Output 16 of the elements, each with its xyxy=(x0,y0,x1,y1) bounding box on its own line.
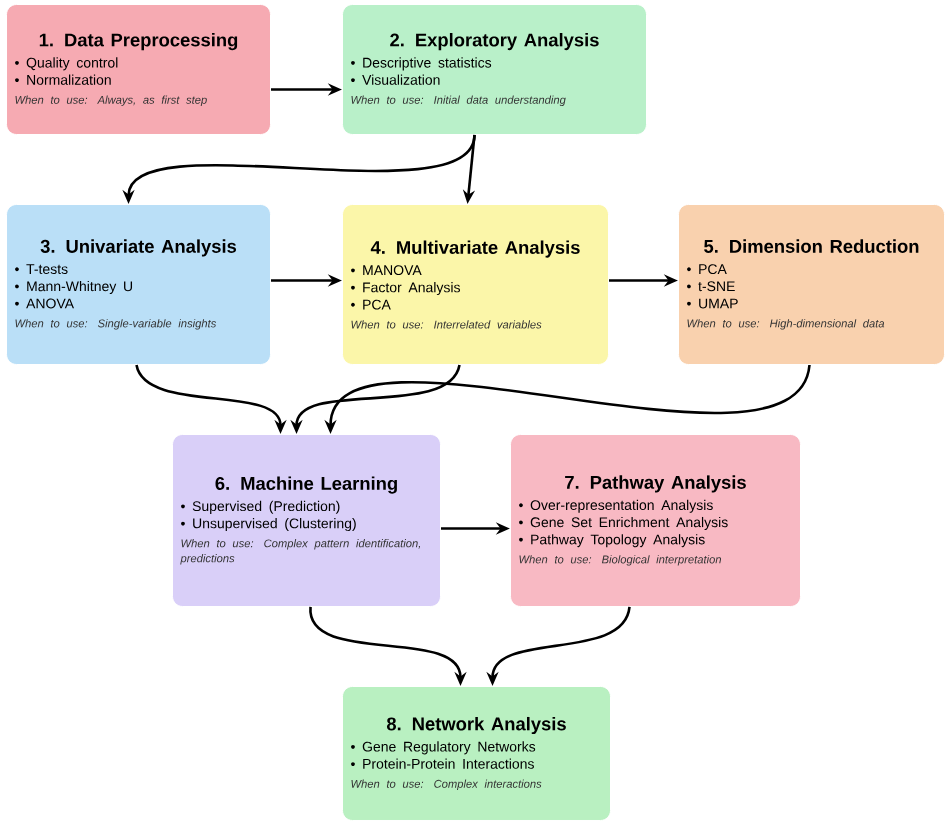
step-box xyxy=(342,204,609,365)
step-box xyxy=(678,204,945,365)
step-box xyxy=(342,686,611,821)
step-box xyxy=(342,4,647,135)
step-box xyxy=(6,4,271,135)
step-box xyxy=(172,434,441,607)
step-box xyxy=(510,434,801,607)
box-heading: 7. Pathway Analysis xyxy=(565,475,746,493)
box-heading: 3. Univariate Analysis xyxy=(40,239,237,257)
box-heading: 8. Network Analysis xyxy=(386,716,566,735)
step-box xyxy=(6,204,271,365)
box-heading: 2. Exploratory Analysis xyxy=(390,32,599,51)
box-heading: 6. Machine Learning xyxy=(215,476,397,494)
box-heading: 4. Multivariate Analysis xyxy=(370,240,580,258)
box-heading: 5. Dimension Reduction xyxy=(704,239,919,253)
box-heading: 1. Data Preprocessing xyxy=(39,32,238,51)
